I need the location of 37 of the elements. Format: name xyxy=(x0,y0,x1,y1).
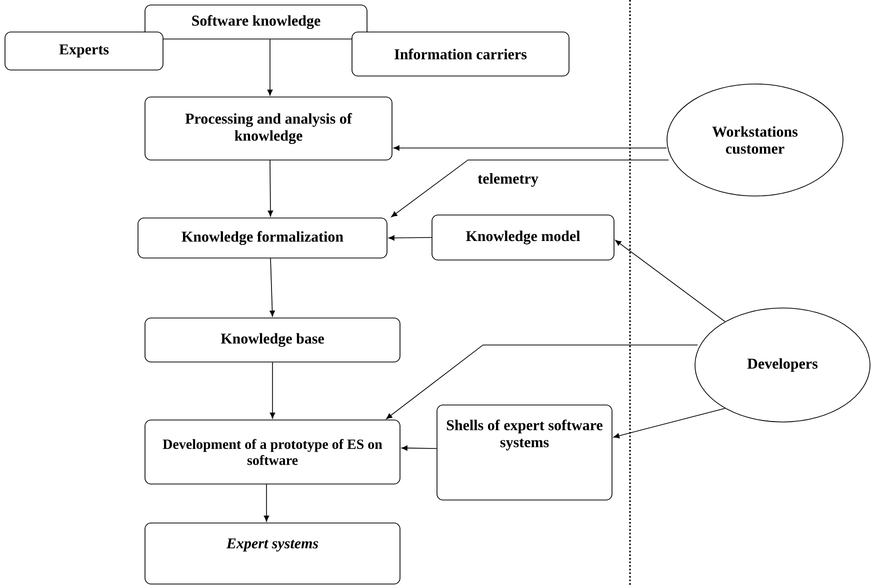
process-box xyxy=(144,420,400,484)
node-label: Knowledge model xyxy=(466,230,580,244)
node-label: Software knowledge xyxy=(192,15,320,29)
process-box xyxy=(436,404,612,500)
node-label: Knowledge base xyxy=(220,333,324,347)
node-label: Information carriers xyxy=(394,48,527,60)
actor-ellipse xyxy=(694,308,870,422)
arrow xyxy=(613,408,726,438)
node-label: Shells of expert software systems xyxy=(446,420,603,450)
arrow xyxy=(386,344,698,420)
process-box xyxy=(138,218,388,258)
node-label: Workstations customer xyxy=(712,126,798,154)
arrow xyxy=(615,240,726,322)
process-box xyxy=(4,32,164,70)
process-box xyxy=(352,32,570,76)
arrow xyxy=(391,160,669,218)
edge-label: telemetry xyxy=(476,172,540,188)
arrow xyxy=(270,258,275,317)
arrow xyxy=(270,362,276,419)
node-label: Experts xyxy=(59,44,109,58)
arrow xyxy=(268,160,274,217)
process-box xyxy=(144,4,368,40)
node-label: Developers xyxy=(747,358,818,372)
arrow xyxy=(393,145,667,151)
process-box xyxy=(144,96,392,160)
arrow xyxy=(264,484,270,522)
process-box xyxy=(144,522,400,584)
node-label: Expert systems xyxy=(226,538,318,552)
actor-ellipse xyxy=(666,84,844,196)
arrow xyxy=(267,39,273,96)
process-box xyxy=(144,318,400,362)
process-box xyxy=(432,214,614,260)
node-label: Knowledge formalization xyxy=(182,231,344,245)
arrow xyxy=(401,445,437,451)
node-label: Development of a prototype of ES on software xyxy=(162,438,382,465)
arrow xyxy=(388,235,432,241)
node-label: Processing and analysis of knowledge xyxy=(185,113,352,144)
